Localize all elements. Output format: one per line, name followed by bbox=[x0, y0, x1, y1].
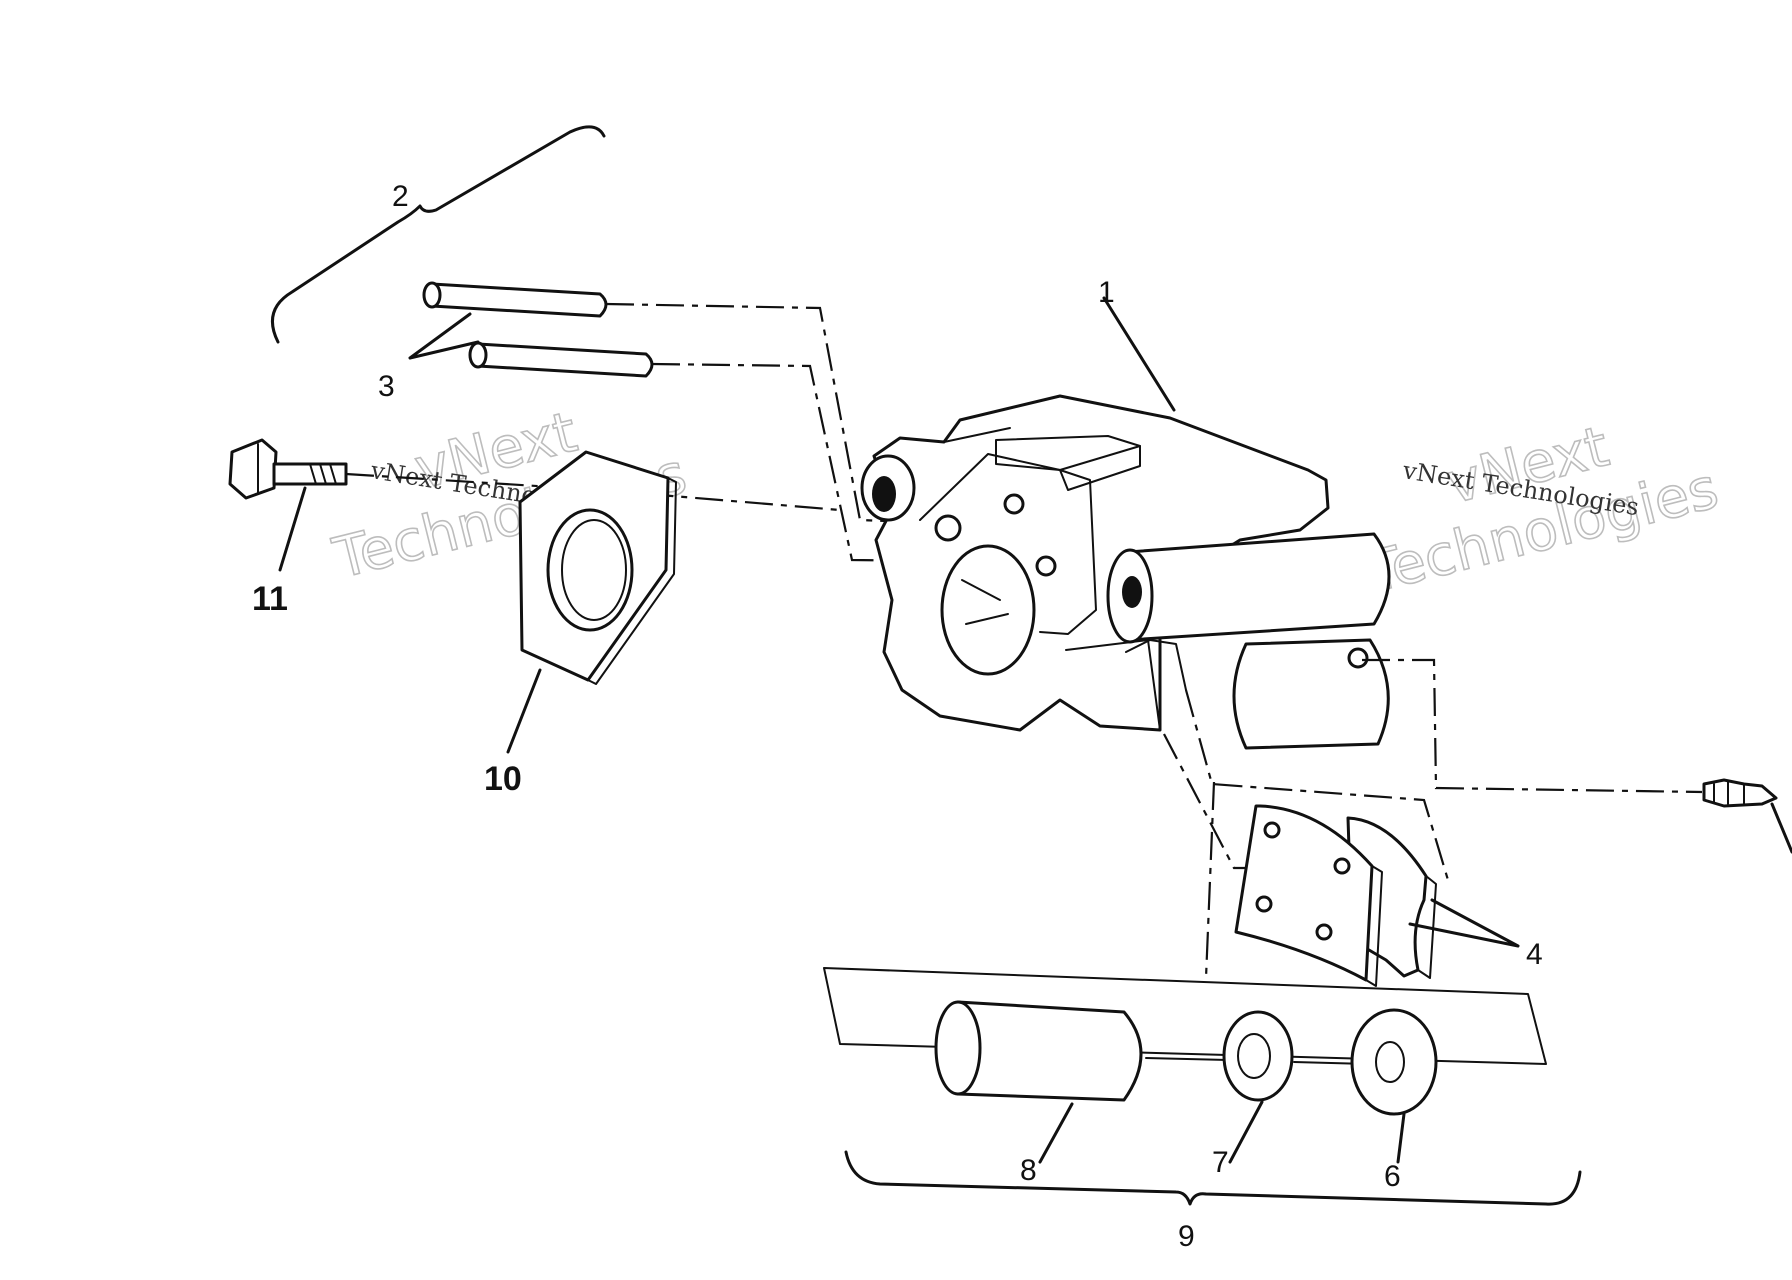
callout-4: 4 bbox=[1526, 938, 1543, 971]
seal-large bbox=[1350, 1008, 1438, 1116]
callout-8: 8 bbox=[1020, 1154, 1037, 1187]
callout-6: 6 bbox=[1384, 1160, 1401, 1193]
caliper-body bbox=[860, 394, 1391, 750]
leader-4 bbox=[1408, 898, 1520, 948]
bleeder-fitting bbox=[1702, 778, 1792, 854]
bleeder-guide bbox=[1362, 658, 1703, 794]
seal-small bbox=[1222, 1010, 1294, 1102]
bracket-2 bbox=[270, 125, 606, 344]
pads-guide-top bbox=[1184, 689, 1450, 881]
callout-10: 10 bbox=[484, 760, 522, 798]
leader-3 bbox=[408, 312, 480, 360]
brake-pad-front bbox=[1234, 804, 1383, 987]
leader-8 bbox=[1038, 1102, 1074, 1164]
callout-9: 9 bbox=[1178, 1220, 1195, 1253]
piston bbox=[934, 1000, 1143, 1102]
callout-2: 2 bbox=[392, 180, 409, 213]
callout-3: 3 bbox=[378, 370, 395, 403]
callout-1: 1 bbox=[1098, 276, 1115, 309]
callout-11: 11 bbox=[252, 580, 288, 618]
leader-7 bbox=[1228, 1100, 1264, 1164]
callout-7: 7 bbox=[1212, 1146, 1229, 1179]
pin-upper bbox=[422, 281, 608, 318]
leader-11 bbox=[278, 486, 307, 572]
bracket-9 bbox=[844, 1150, 1582, 1206]
leader-6 bbox=[1396, 1112, 1406, 1164]
pin-lower bbox=[468, 341, 654, 378]
leader-10 bbox=[506, 668, 542, 754]
bolt bbox=[228, 438, 348, 500]
leader-1 bbox=[1102, 296, 1176, 412]
piston-kit-frame bbox=[823, 967, 1547, 1065]
piston-kit-guide bbox=[1204, 781, 1216, 979]
pads-guide-left bbox=[1163, 733, 1296, 870]
bushing-plate bbox=[518, 450, 677, 685]
